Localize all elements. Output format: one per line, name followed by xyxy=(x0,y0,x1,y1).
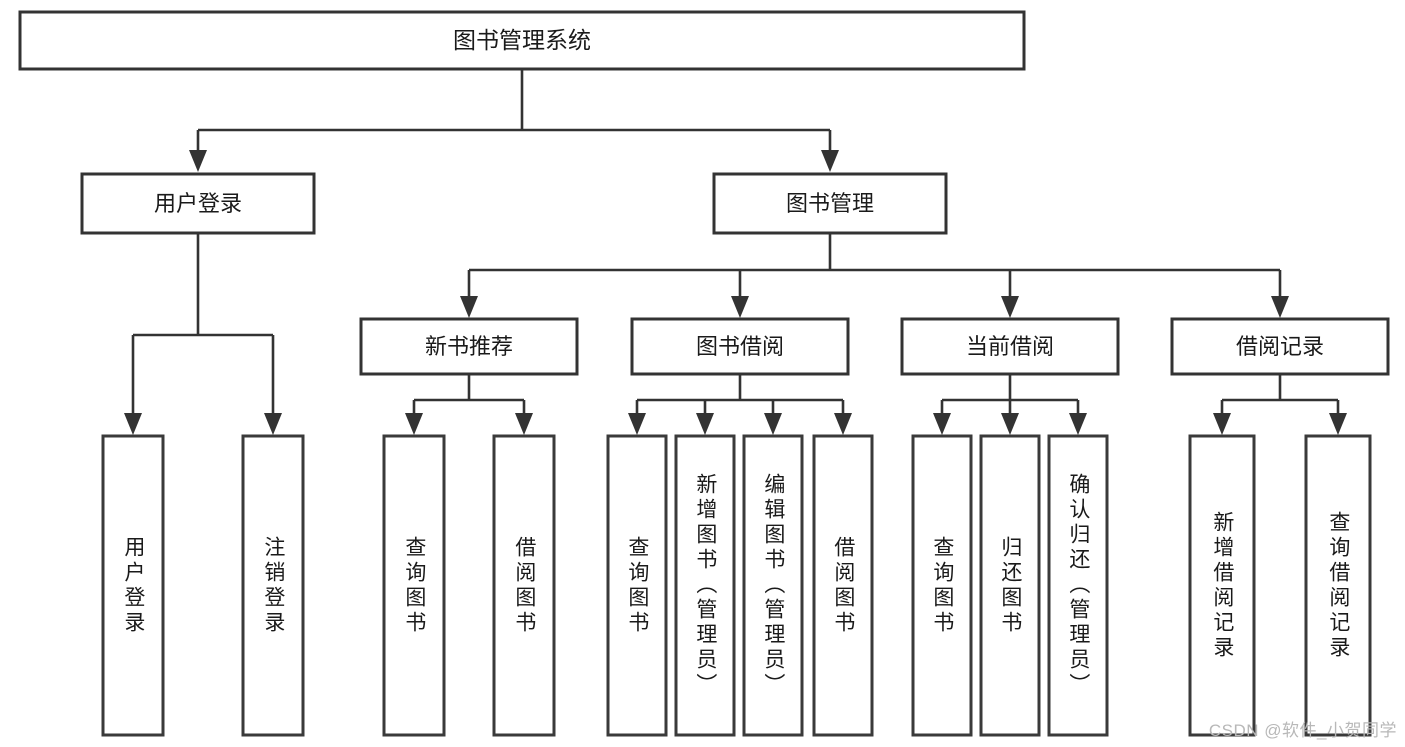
arrow-to-leaf xyxy=(1001,413,1019,435)
leaf-box[interactable] xyxy=(382,434,446,737)
arrow-to-leaf xyxy=(264,413,282,435)
connector-borrow-record-to-leaves xyxy=(1213,374,1347,435)
arrow-to-leaf xyxy=(405,413,423,435)
connector-book-borrow-to-leaves xyxy=(628,374,852,435)
connector-new-book-to-leaves xyxy=(405,374,533,435)
arrow-to-leaf xyxy=(628,413,646,435)
leaf-box[interactable] xyxy=(674,434,736,737)
leaf-box[interactable] xyxy=(742,434,804,737)
watermark: CSDN @软件_小贺同学 xyxy=(1208,721,1397,740)
leaf-box[interactable] xyxy=(911,434,973,737)
leaf-box[interactable] xyxy=(101,434,165,737)
arrow-to-leaf xyxy=(834,413,852,435)
arrow-to-book-borrow xyxy=(731,296,749,318)
node-book-borrow[interactable]: 图书借阅 xyxy=(630,317,850,376)
arrow-to-user-login xyxy=(189,150,207,172)
leaf-box[interactable] xyxy=(606,434,668,737)
node-book-borrow-label: 图书借阅 xyxy=(696,334,784,359)
node-current-borrow[interactable]: 当前借阅 xyxy=(900,317,1120,376)
arrow-to-leaf xyxy=(933,413,951,435)
arrow-to-borrow-record xyxy=(1271,296,1289,318)
leaf-box[interactable] xyxy=(492,434,556,737)
arrow-to-leaf xyxy=(696,413,714,435)
arrow-to-new-book xyxy=(460,296,478,318)
arrow-to-leaf xyxy=(124,413,142,435)
connector-root-to-level2 xyxy=(189,69,839,172)
arrow-to-leaf xyxy=(1069,413,1087,435)
node-book-manage[interactable]: 图书管理 xyxy=(712,172,948,235)
connector-user-login-to-leaves xyxy=(124,233,282,435)
node-user-login[interactable]: 用户登录 xyxy=(80,172,316,235)
node-borrow-record-label: 借阅记录 xyxy=(1236,334,1324,359)
leaf-box[interactable] xyxy=(1047,434,1109,737)
arrow-to-leaf xyxy=(1213,413,1231,435)
leaf-group-book-borrow xyxy=(606,434,874,737)
node-new-book-recommend[interactable]: 新书推荐 xyxy=(359,317,579,376)
leaf-group-borrow-record xyxy=(1188,434,1372,737)
node-new-book-recommend-label: 新书推荐 xyxy=(425,334,513,359)
arrow-to-leaf xyxy=(1329,413,1347,435)
leaf-group-user-login xyxy=(101,434,305,737)
leaf-box[interactable] xyxy=(979,434,1041,737)
node-current-borrow-label: 当前借阅 xyxy=(966,334,1054,359)
arrow-to-leaf xyxy=(515,413,533,435)
node-user-login-label: 用户登录 xyxy=(154,191,242,216)
leaf-box[interactable] xyxy=(1188,434,1256,737)
leaf-box[interactable] xyxy=(1304,434,1372,737)
leaf-box[interactable] xyxy=(241,434,305,737)
node-root-label: 图书管理系统 xyxy=(453,27,591,53)
arrow-to-book-manage xyxy=(821,150,839,172)
node-root[interactable]: 图书管理系统 xyxy=(18,10,1026,71)
arrow-to-leaf xyxy=(764,413,782,435)
leaf-group-current-borrow xyxy=(911,434,1109,737)
node-borrow-record[interactable]: 借阅记录 xyxy=(1170,317,1390,376)
node-book-manage-label: 图书管理 xyxy=(786,191,874,216)
leaf-group-new-book-recommend xyxy=(382,434,556,737)
arrow-to-current-borrow xyxy=(1001,296,1019,318)
connector-current-borrow-to-leaves xyxy=(933,374,1087,435)
leaf-box[interactable] xyxy=(812,434,874,737)
connector-book-manage-to-level3 xyxy=(460,233,1289,318)
